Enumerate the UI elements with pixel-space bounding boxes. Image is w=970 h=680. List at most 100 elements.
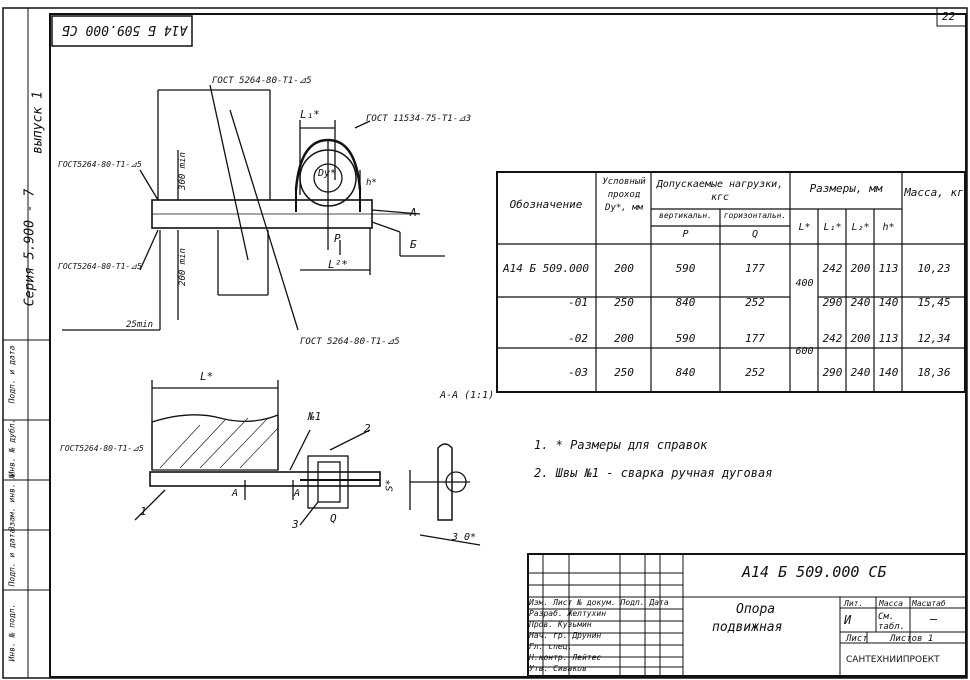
table-cell-des: -03 xyxy=(568,366,588,379)
callout-2: 2 xyxy=(364,422,371,435)
table-cell-q: 177 xyxy=(745,262,765,275)
dim-dy: Dy* xyxy=(318,168,337,179)
upper-view xyxy=(62,84,445,331)
table-cell-p: 590 xyxy=(675,262,696,275)
dim-l: L* xyxy=(200,370,214,383)
table-cell-l1: 242 xyxy=(822,262,843,275)
note-1: 1. * Размеры для справок xyxy=(534,438,708,452)
letter-a-top: А xyxy=(410,206,417,219)
table-cell-des: А14 Б 509.000 xyxy=(502,262,590,275)
l-group-2: 600 xyxy=(795,346,814,357)
side-label-4: Инв. № подл. xyxy=(7,603,17,662)
tb-name1: Опора xyxy=(736,602,776,617)
dim-3: 3 0* xyxy=(452,532,477,543)
table-cell-p: 840 xyxy=(675,296,696,309)
side-series: Серия 5.900 - 7 xyxy=(22,188,38,307)
tb-org: САНТЕХНИИПРОЕКТ xyxy=(846,655,940,665)
dim-s: S* xyxy=(384,479,396,492)
title-block-row: Изм. Лист № докум. Подп. Дата xyxy=(529,598,669,607)
stamp-code: А14 Б 509.000 СБ xyxy=(62,22,188,37)
th-h: h* xyxy=(882,222,895,233)
table-cell-l2: 240 xyxy=(850,296,871,309)
gost-bottom: ГОСТ 5264-80-Т1-⊿5 xyxy=(300,337,400,347)
title-block-row: Н.контр. Лейтес xyxy=(529,653,602,662)
table-grid xyxy=(496,171,966,393)
table-cell-dy: 250 xyxy=(614,366,634,379)
side-label-3: Подп. и дата xyxy=(7,528,17,587)
sheet-number: 22 xyxy=(942,10,956,23)
table-cell-h: 140 xyxy=(878,366,899,379)
th-mass: Масса, кг xyxy=(904,186,964,199)
tb-scale-value: — xyxy=(930,612,938,626)
th-loads: Допускаемые нагрузки, кгс xyxy=(656,179,784,203)
title-block-row: Пров. Кузьмин xyxy=(529,620,592,629)
letter-b: Б xyxy=(410,238,417,251)
tb-name2: подвижная xyxy=(712,620,783,635)
l-group-1: 400 xyxy=(795,278,814,289)
table-cell-dy: 200 xyxy=(614,332,634,345)
table-cell-des: -02 xyxy=(568,332,588,345)
dim-l2: L²* xyxy=(328,258,348,271)
dim-300: 300 min xyxy=(177,152,188,190)
lower-view xyxy=(134,380,481,546)
table-cell-l2: 200 xyxy=(850,332,871,345)
dim-200: 200 min xyxy=(177,248,188,286)
title-block-row: Разраб. Желтухин xyxy=(529,609,607,618)
dim-l1: L₁* xyxy=(300,108,320,121)
tb-mass-label: Масса xyxy=(879,599,904,608)
gost-lower-view: ГОСТ5264-80-Т1-⊿5 xyxy=(60,444,144,453)
gost-right: ГОСТ 11534-75-Т1-⊿3 xyxy=(366,114,472,124)
th-p: P xyxy=(682,229,689,240)
table-cell-m: 18,36 xyxy=(917,366,951,379)
title-block xyxy=(527,553,967,677)
table-cell-dy: 250 xyxy=(614,296,634,309)
table-cell-l1: 290 xyxy=(822,296,843,309)
table-cell-p: 840 xyxy=(675,366,696,379)
gost-left-lower: ГОСТ5264-80-Т1-⊿5 xyxy=(58,262,142,271)
tb-sheet-label: Лист xyxy=(846,634,868,644)
th-vert: вертикальн. xyxy=(659,211,712,220)
dim-25: 25min xyxy=(126,320,154,330)
table-cell-l1: 290 xyxy=(822,366,843,379)
note-2: 2. Швы №1 - сварка ручная дуговая xyxy=(534,466,773,480)
side-issue: выпуск 1 xyxy=(30,91,46,154)
th-pass: Условный проход Dy*, мм xyxy=(602,177,646,213)
callout-3: 3 xyxy=(292,518,299,531)
table-cell-l2: 200 xyxy=(850,262,871,275)
dimension-table xyxy=(496,171,966,393)
table-cell-q: 252 xyxy=(745,296,765,309)
title-block-row: Утв. Сиваков xyxy=(529,664,587,673)
title-block-grid xyxy=(527,553,966,677)
th-dims: Размеры, мм xyxy=(809,182,883,195)
tb-lit-value: И xyxy=(844,613,852,627)
th-l2: L₂* xyxy=(851,222,870,233)
title-block-row: Гл. спец. xyxy=(529,642,573,651)
tb-sheets-label: Листов 1 xyxy=(890,634,934,644)
load-q: Q xyxy=(330,512,337,525)
table-cell-des: -01 xyxy=(568,296,588,309)
table-cell-h: 113 xyxy=(878,332,899,345)
tb-mass-value: См. табл. xyxy=(878,612,906,632)
load-p: P xyxy=(334,232,341,245)
th-horiz: горизонтальн. xyxy=(723,211,787,220)
table-cell-l2: 240 xyxy=(850,366,871,379)
table-cell-q: 252 xyxy=(745,366,765,379)
table-cell-h: 140 xyxy=(878,296,899,309)
table-cell-l1: 242 xyxy=(822,332,843,345)
table-cell-q: 177 xyxy=(745,332,765,345)
callout-1: 1 xyxy=(140,505,147,518)
letter-a-1: А xyxy=(232,488,239,499)
tb-lit-label: Лит. xyxy=(844,599,864,608)
table-cell-h: 113 xyxy=(878,262,899,275)
gost-top: ГОСТ 5264-80-Т1-⊿5 xyxy=(212,76,312,86)
th-l1: L₁* xyxy=(823,222,842,233)
letter-a-2: А xyxy=(294,488,301,499)
table-cell-m: 10,23 xyxy=(917,262,951,275)
table-cell-dy: 200 xyxy=(614,262,634,275)
table-cell-p: 590 xyxy=(675,332,696,345)
section-label: А-А (1:1) xyxy=(440,390,495,401)
dim-h: h* xyxy=(366,178,377,188)
gost-left-upper: ГОСТ5264-80-Т1-⊿5 xyxy=(58,160,142,169)
tb-scale-label: Масштаб xyxy=(912,599,946,608)
